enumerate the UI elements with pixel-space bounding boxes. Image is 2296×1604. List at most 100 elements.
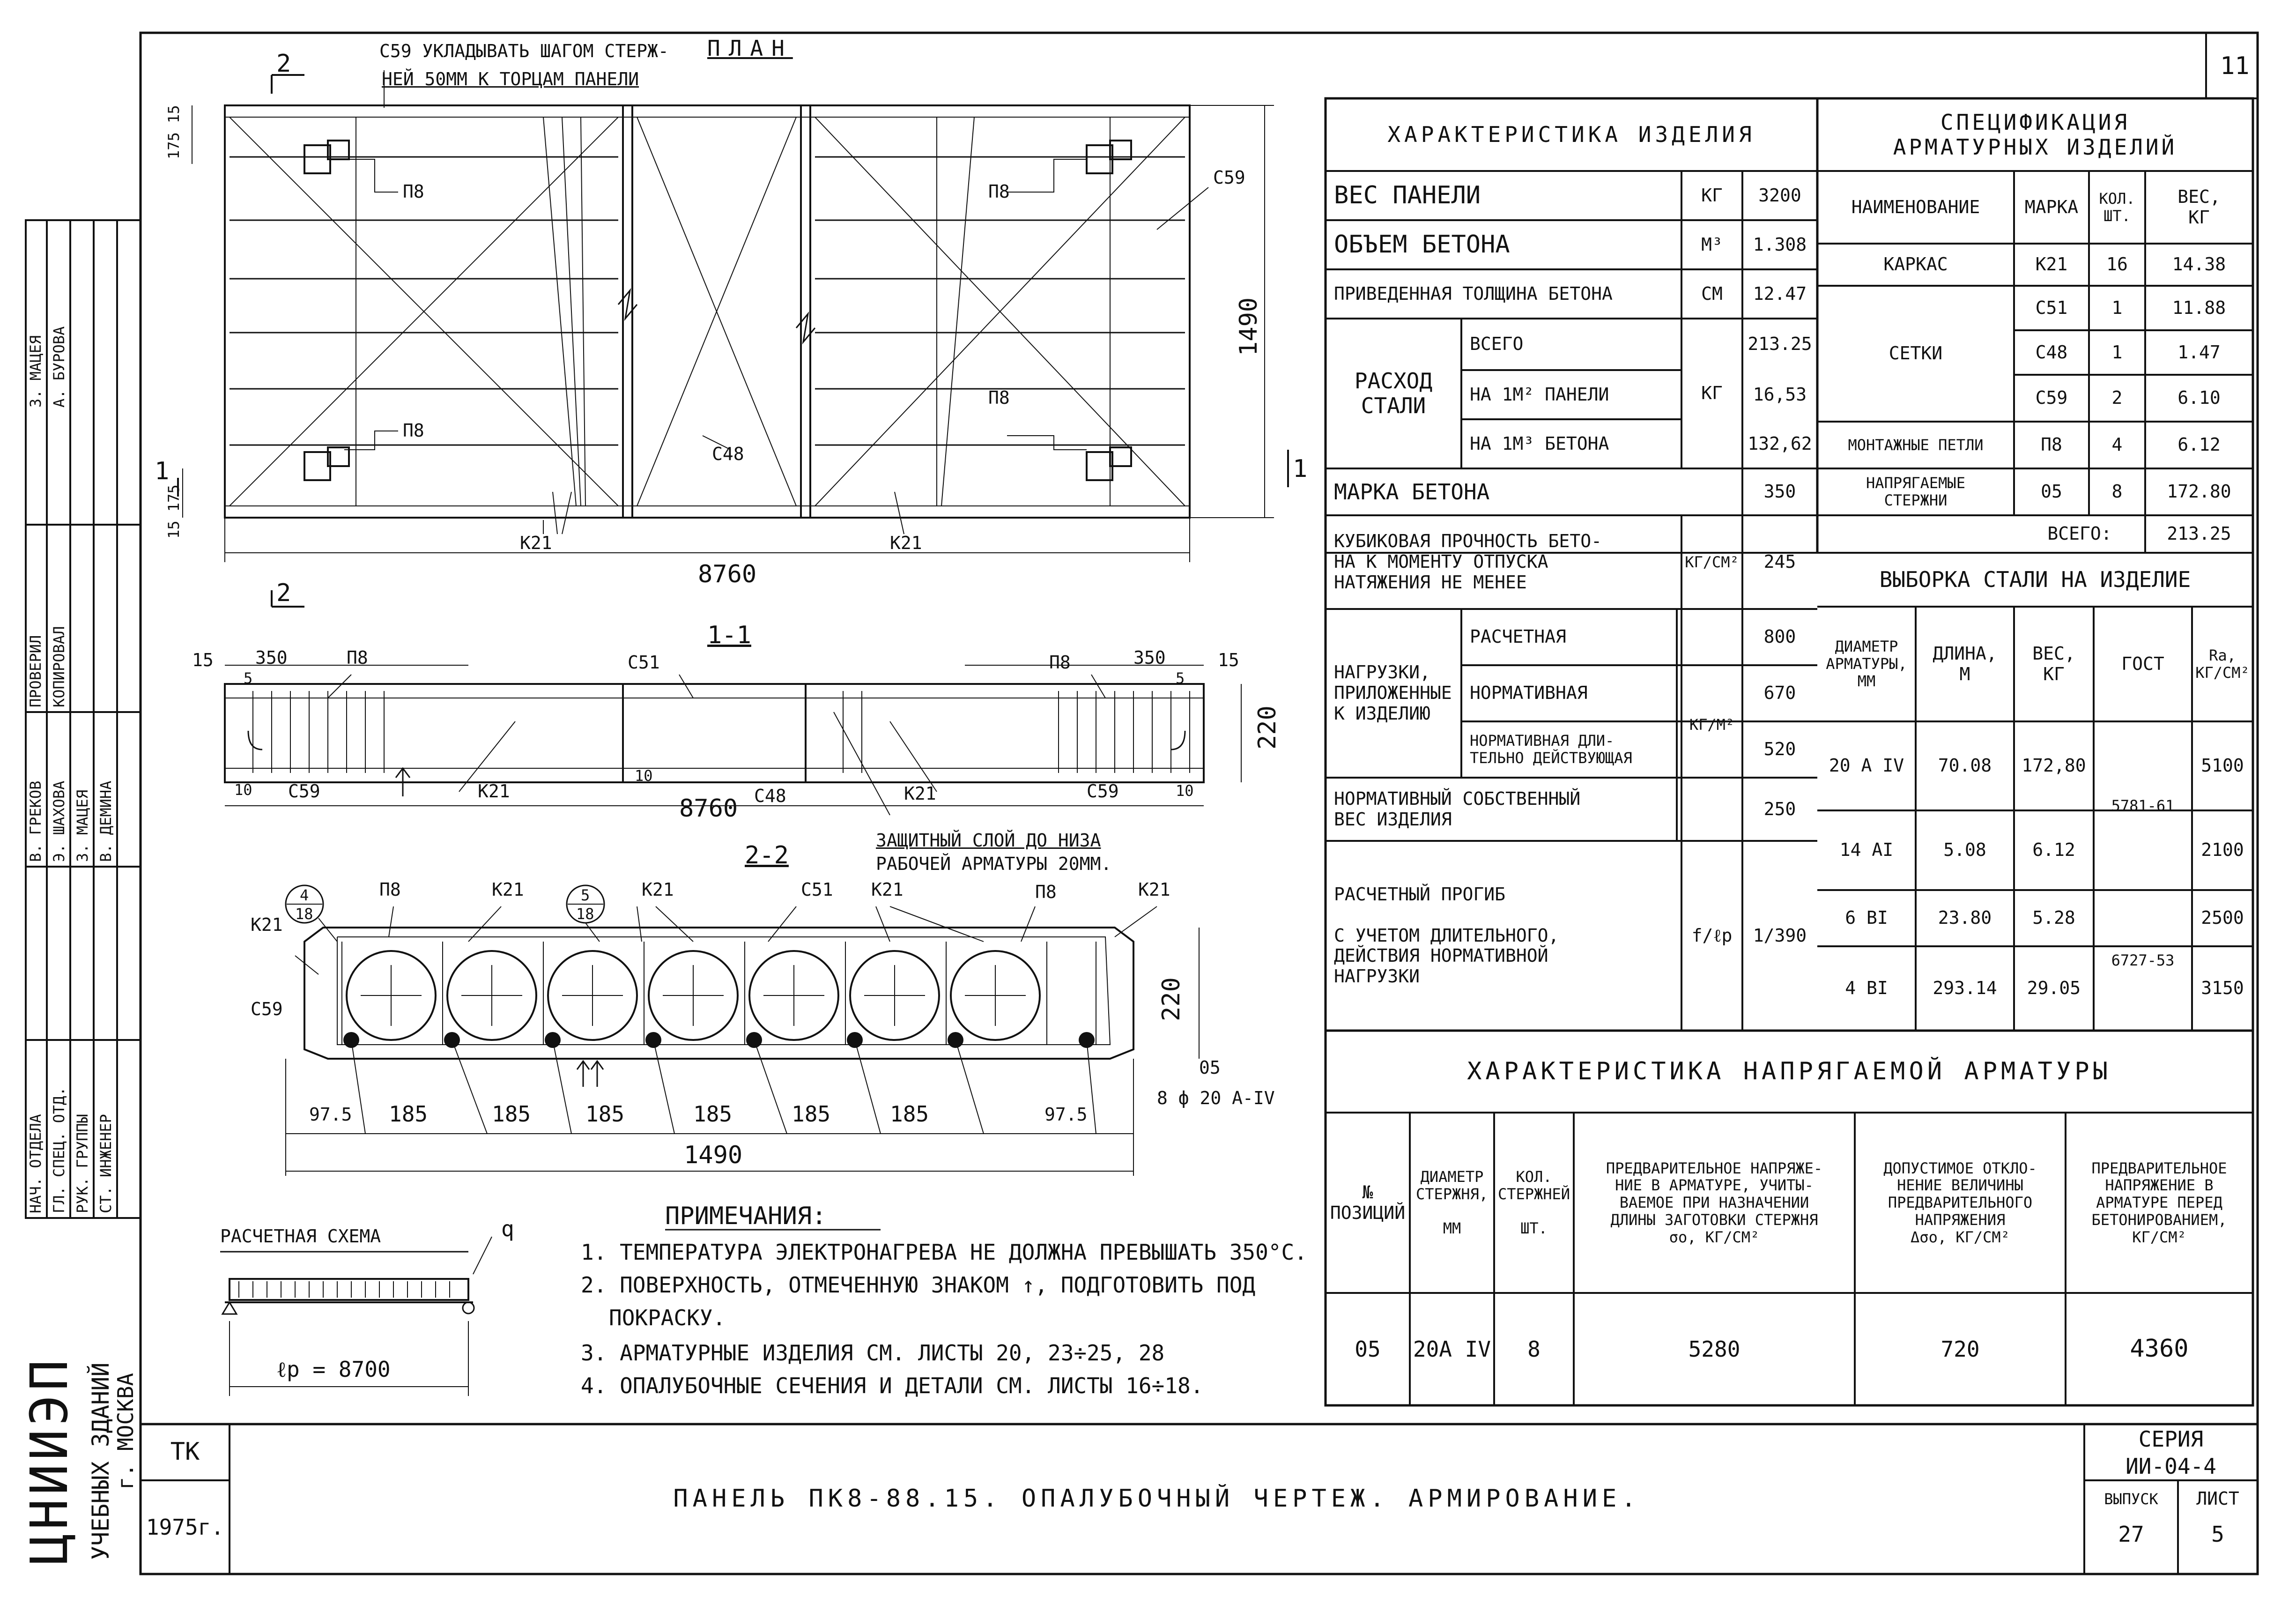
section11-k21b: К21 bbox=[904, 783, 936, 804]
section11-d5b: 5 bbox=[1176, 669, 1185, 687]
spec-row1-qty: 16 bbox=[2106, 254, 2128, 275]
series-value: ИИ-04-4 bbox=[2126, 1453, 2216, 1479]
role-2: ГЛ. СПЕЦ. ОТД. bbox=[50, 1087, 68, 1213]
spec-header-mark: МАРКА bbox=[2024, 196, 2079, 217]
prestress-h-stress: ПРЕДВАРИТЕЛЬНОЕ НАПРЯЖЕ- НИЕ В АРМАТУРЕ,… bbox=[1606, 1159, 1823, 1246]
selection-r4-len: 293.14 bbox=[1933, 978, 1997, 999]
section22-c59: С59 bbox=[251, 999, 283, 1019]
spec-row5-weight: 6.12 bbox=[2177, 434, 2221, 455]
spec-row6-qty: 8 bbox=[2111, 481, 2123, 502]
char-loads-unit: КГ/М² bbox=[1689, 716, 1735, 734]
selection-r1-w: 172,80 bbox=[2022, 755, 2086, 776]
char-thickness-unit: СМ bbox=[1701, 283, 1723, 304]
char-steel-m3: 132,62 bbox=[1748, 433, 1812, 454]
spec-row1-mark: К21 bbox=[2035, 254, 2068, 275]
plan-label-k21-b: К21 bbox=[890, 533, 922, 553]
plan-label-c48: С48 bbox=[712, 444, 744, 464]
plan-section-1-left: 1 bbox=[155, 457, 170, 485]
section22-p8b: П8 bbox=[1035, 882, 1057, 902]
plan-label-k21-a: К21 bbox=[520, 533, 552, 553]
prestress-title: ХАРАКТЕРИСТИКА НАПРЯГАЕМОЙ АРМАТУРЫ bbox=[1467, 1057, 2111, 1085]
section11-d15b: 15 bbox=[1218, 650, 1239, 670]
role2-2: КОПИРОВАЛ bbox=[50, 626, 68, 707]
char-volume-value: 1.308 bbox=[1753, 234, 1807, 255]
selection-gost-b: 6727-53 bbox=[2111, 951, 2175, 969]
sheet-label: ЛИСТ bbox=[2196, 1488, 2239, 1509]
char-steel-m2-label: НА 1М² ПАНЕЛИ bbox=[1470, 384, 1609, 405]
plan-dim-width: 1490 bbox=[1235, 297, 1263, 356]
section11-p8a: П8 bbox=[347, 647, 368, 668]
plan-dim-top: 175 15 bbox=[165, 105, 183, 159]
spec-title: СПЕЦИФИКАЦИЯ АРМАТУРНЫХ ИЗДЕЛИЙ bbox=[1893, 109, 2177, 160]
cover-note-2: РАБОЧЕЙ АРМАТУРЫ 20ММ. bbox=[876, 854, 1112, 874]
prestress-v-diam: 20А IV bbox=[1413, 1336, 1491, 1362]
section11-d350a: 350 bbox=[255, 647, 288, 668]
selection-r1-r: 5100 bbox=[2201, 755, 2244, 776]
char-volume-unit: М³ bbox=[1701, 234, 1723, 255]
org-name: ЦНИИЭП bbox=[19, 1356, 79, 1565]
char-steel-total-label: ВСЕГО bbox=[1470, 334, 1524, 355]
selection-r2-r: 2100 bbox=[2201, 839, 2244, 861]
notes-title: ПРИМЕЧАНИЯ: bbox=[665, 1202, 827, 1230]
selection-r1-len: 70.08 bbox=[1938, 755, 1992, 776]
scheme-span: ℓр = 8700 bbox=[276, 1357, 391, 1382]
plan-label-p8-c: П8 bbox=[988, 181, 1010, 202]
plan-label-p8-d: П8 bbox=[988, 387, 1010, 408]
char-weight-value: 3200 bbox=[1758, 185, 1801, 206]
plan-section-2-top: 2 bbox=[276, 50, 291, 78]
char-weight-unit: КГ bbox=[1701, 185, 1723, 206]
plan-label-p8-b: П8 bbox=[403, 420, 424, 441]
spec-row2-name: СЕТКИ bbox=[1889, 343, 1943, 364]
title-block-tk: ТК bbox=[170, 1438, 200, 1466]
section22-k21e: К21 bbox=[251, 914, 283, 935]
char-steel-label: РАСХОД СТАЛИ bbox=[1354, 368, 1433, 418]
char-loads-label: НАГРУЗКИ, ПРИЛОЖЕННЫЕ К ИЗДЕЛИЮ bbox=[1334, 662, 1452, 724]
role-4: СТ. ИНЖЕНЕР bbox=[97, 1114, 115, 1213]
org-city: г. МОСКВА bbox=[113, 1373, 138, 1490]
section11-d15a: 15 bbox=[192, 650, 214, 670]
section22-circle5: 5 bbox=[581, 886, 590, 904]
char-steel-m2: 16,53 bbox=[1753, 384, 1807, 405]
char-grade-label: МАРКА БЕТОНА bbox=[1334, 479, 1490, 505]
section22-d05: 05 bbox=[1199, 1057, 1221, 1078]
char-steel-unit: КГ bbox=[1701, 383, 1723, 404]
spec-row6-weight: 172.80 bbox=[2167, 481, 2231, 502]
spec-row5-name: МОНТАЖНЫЕ ПЕТЛИ bbox=[1848, 436, 1984, 454]
char-selfweight-value: 250 bbox=[1763, 798, 1796, 819]
section22-title: 2-2 bbox=[745, 841, 789, 869]
char-loads-calc: 800 bbox=[1763, 626, 1796, 647]
section22-dim-2: 185 bbox=[389, 1101, 428, 1127]
section22-circle4b: 18 bbox=[295, 905, 313, 923]
selection-r4-d: 4 ВI bbox=[1845, 978, 1888, 999]
char-deflection-unit: f/ℓр bbox=[1691, 925, 1733, 946]
name-1: В. ГРЕКОВ bbox=[27, 780, 44, 862]
prestress-v-dev: 720 bbox=[1940, 1336, 1980, 1362]
char-cube-unit: КГ/СМ² bbox=[1685, 553, 1739, 571]
prestress-h-pos: № ПОЗИЦИЙ bbox=[1330, 1181, 1406, 1223]
char-thickness-value: 12.47 bbox=[1753, 283, 1807, 304]
prestress-h-qty: КОЛ. СТЕРЖНЕЙ ШТ. bbox=[1497, 1167, 1570, 1238]
note-1: 1. ТЕМПЕРАТУРА ЭЛЕКТРОНАГРЕВА НЕ ДОЛЖНА … bbox=[581, 1240, 1307, 1265]
spec-row5-mark: П8 bbox=[2041, 434, 2062, 455]
section22-width: 1490 bbox=[684, 1141, 743, 1169]
selection-h-diam: ДИАМЕТР АРМАТУРЫ, ММ bbox=[1826, 638, 1907, 690]
selection-h-weight: ВЕС, КГ bbox=[2032, 643, 2075, 684]
section11-p8b: П8 bbox=[1049, 652, 1071, 673]
section11-d10c: 10 bbox=[1176, 782, 1194, 800]
spec-total-label: ВСЕГО: bbox=[2047, 523, 2112, 544]
section11-title: 1-1 bbox=[707, 621, 751, 649]
prestress-v-pos: 05 bbox=[1355, 1336, 1381, 1362]
role-3: РУК. ГРУППЫ bbox=[74, 1114, 91, 1213]
section11-d10a: 10 bbox=[234, 781, 252, 799]
section22-rebar: 8 ф 20 А-IV bbox=[1157, 1088, 1275, 1108]
char-loads-calc-label: РАСЧЕТНАЯ bbox=[1470, 626, 1566, 647]
scheme-title: РАСЧЕТНАЯ СХЕМА bbox=[220, 1226, 381, 1247]
cover-note-1: ЗАЩИТНЫЙ СЛОЙ ДО НИЗА bbox=[876, 830, 1101, 851]
section11-c59b: С59 bbox=[1087, 781, 1119, 802]
role2-1: ПРОВЕРИЛ bbox=[27, 635, 44, 707]
selection-gost-a: 5781-61 bbox=[2111, 796, 2175, 815]
selection-r3-d: 6 ВI bbox=[1845, 907, 1888, 928]
char-loads-long: 520 bbox=[1763, 739, 1796, 760]
